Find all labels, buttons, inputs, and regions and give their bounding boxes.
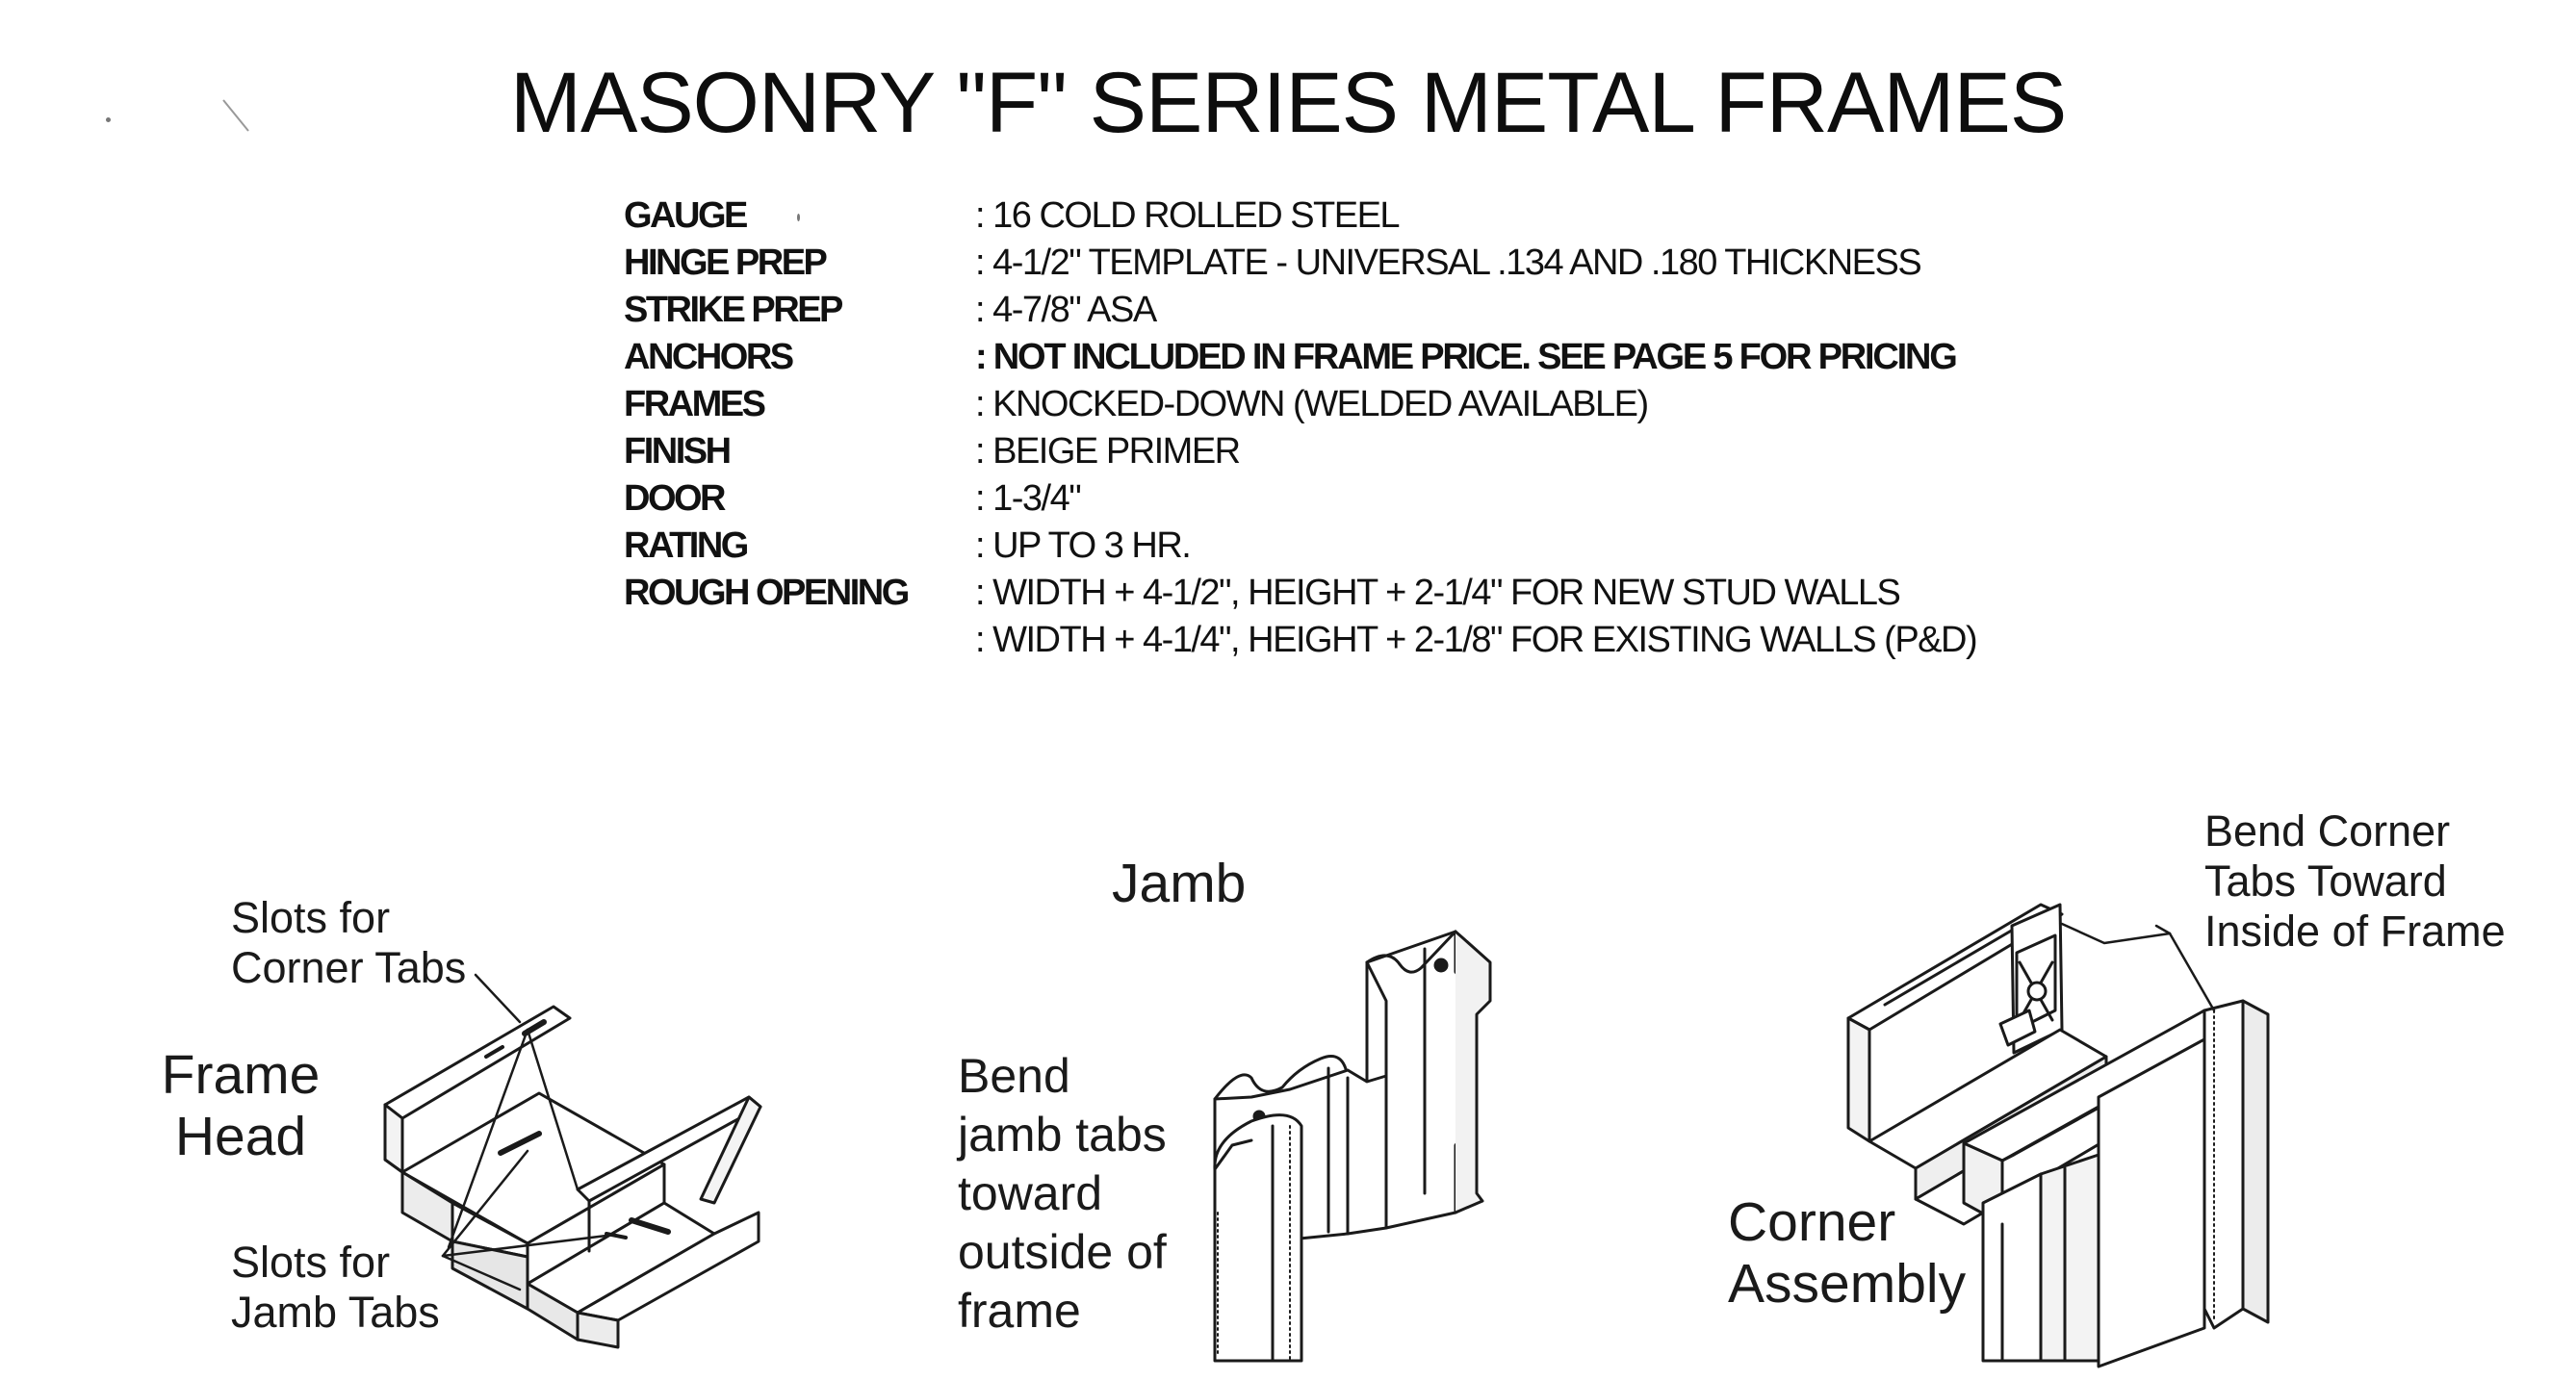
spec-value: : UP TO 3 HR. [975,525,1192,566]
callout-line: Bend [958,1049,1070,1103]
spec-label: STRIKE PREP [624,290,843,330]
callout-line: Slots for [231,1238,391,1287]
spec-label: HINGE PREP [624,243,828,283]
callout-line: jamb tabs [958,1108,1167,1162]
callout-line: Inside of Frame [2204,907,2506,956]
frame-head-drawing [383,973,762,1349]
spec-label: RATING [624,525,749,566]
spec-label: ANCHORS [624,337,794,377]
callout-line: Bend Corner [2204,806,2451,856]
spec-label: ROUGH OPENING [624,573,910,613]
title-line: Assembly [1728,1253,1967,1315]
jamb-title: Jamb [1112,853,1247,914]
title-line: Head [174,1106,307,1167]
title-line: Frame [161,1044,321,1106]
corner-callout: Bend Corner Tabs Toward Inside of Frame [2204,806,2506,957]
callout-line: Slots for [231,893,391,942]
spec-value: : 4-7/8" ASA [975,290,1157,330]
frame-head-callout-bottom: Slots for Jamb Tabs [231,1238,440,1338]
frame-head-title: Frame Head [154,1044,327,1167]
title-line: Corner [1728,1191,1896,1253]
callout-line: toward [958,1166,1103,1220]
callout-line: Tabs Toward [2204,856,2447,906]
frame-head-callout-top: Slots for Corner Tabs [231,893,466,993]
spec-value: : 4-1/2" TEMPLATE - UNIVERSAL .134 AND .… [975,243,1922,283]
spec-label: DOOR [624,478,727,519]
spec-label: GAUGE [624,195,748,236]
spec-value: : WIDTH + 4-1/2", HEIGHT + 2-1/4" FOR NE… [975,573,1901,613]
spec-value: : WIDTH + 4-1/4", HEIGHT + 2-1/8" FOR EX… [975,620,1978,660]
callout-line: Corner Tabs [231,943,467,992]
jamb-callout: Bend jamb tabs toward outside of frame [958,1047,1167,1341]
scan-speck [106,117,111,122]
page-title: MASONRY "F" SERIES METAL FRAMES [509,54,2067,150]
jamb-drawing [1213,930,1492,1363]
corner-assembly-drawing [1846,903,2270,1368]
spec-value: : KNOCKED-DOWN (WELDED AVAILABLE) [975,384,1649,424]
spec-label: FINISH [624,431,732,472]
spec-value: : NOT INCLUDED IN FRAME PRICE. SEE PAGE … [975,337,1958,377]
callout-line: frame [958,1284,1081,1338]
callout-line: outside of [958,1225,1167,1279]
spec-value: : BEIGE PRIMER [975,431,1241,472]
callout-line: Jamb Tabs [231,1288,440,1337]
spec-value: : 16 COLD ROLLED STEEL [975,195,1401,236]
spec-label: FRAMES [624,384,766,424]
corner-assembly-title: Corner Assembly [1728,1191,1966,1315]
spec-value: : 1-3/4" [975,478,1082,519]
scan-speck [797,214,800,221]
